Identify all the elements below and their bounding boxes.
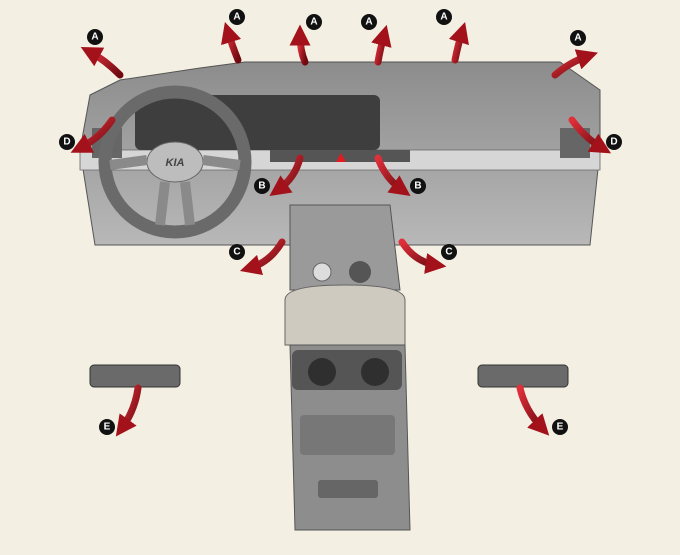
steering-wheel: KIA: [98, 85, 252, 239]
callout-text: B: [414, 181, 421, 192]
airflow-arrows: [70, 21, 612, 437]
callout-a: A: [306, 14, 322, 30]
airflow-arrow-icon: [374, 154, 411, 197]
airflow-arrow-icon: [70, 116, 116, 153]
callout-text: D: [610, 137, 617, 148]
callout-a: A: [361, 14, 377, 30]
callout-text: C: [233, 247, 240, 258]
callout-b: B: [410, 178, 426, 194]
callout-labels: A A A A A A D D B B C C E E: [59, 9, 622, 435]
display-screen: [135, 95, 380, 150]
callout-text: E: [557, 422, 564, 433]
airflow-arrow-icon: [289, 24, 311, 66]
callout-d: D: [606, 134, 622, 150]
airflow-arrow-icon: [115, 384, 142, 437]
callout-c: C: [229, 244, 245, 260]
airflow-arrow-icon: [269, 154, 304, 197]
airflow-arrow-icon: [80, 47, 124, 79]
callout-text: E: [104, 422, 111, 433]
callout-a: A: [229, 9, 245, 25]
callout-e: E: [552, 419, 568, 435]
airflow-arrow-icon: [568, 116, 612, 154]
center-console: [284, 204, 411, 531]
callout-text: A: [91, 32, 98, 43]
kia-logo: KIA: [166, 157, 185, 169]
airflow-arrow-icon: [551, 49, 598, 79]
callout-text: A: [440, 12, 447, 23]
rear-vents-console: [300, 415, 395, 455]
airflow-arrow-icon: [398, 238, 447, 274]
callout-d: D: [59, 134, 75, 150]
airflow-arrow-icon: [448, 21, 469, 64]
gear-selector: [312, 262, 332, 282]
callout-a: A: [436, 9, 452, 25]
airflow-arrow-icon: [371, 24, 392, 66]
airflow-arrow-icon: [239, 238, 286, 276]
callout-text: A: [365, 17, 372, 28]
callout-b: B: [254, 178, 270, 194]
armrest: [284, 284, 406, 346]
callout-text: D: [63, 137, 70, 148]
callout-text: A: [310, 17, 317, 28]
callout-text: C: [445, 247, 452, 258]
callout-a: A: [570, 30, 586, 46]
callout-e: E: [99, 419, 115, 435]
airflow-arrow-icon: [221, 21, 242, 64]
callout-text: A: [574, 33, 581, 44]
callout-text: A: [233, 12, 240, 23]
airflow-arrow-icon: [516, 384, 550, 436]
left-floor-vent: [89, 364, 181, 388]
hazard-button-icon: [336, 153, 346, 162]
callout-c: C: [441, 244, 457, 260]
right-floor-vent: [477, 364, 569, 388]
callout-a: A: [87, 29, 103, 45]
callout-text: B: [258, 181, 265, 192]
